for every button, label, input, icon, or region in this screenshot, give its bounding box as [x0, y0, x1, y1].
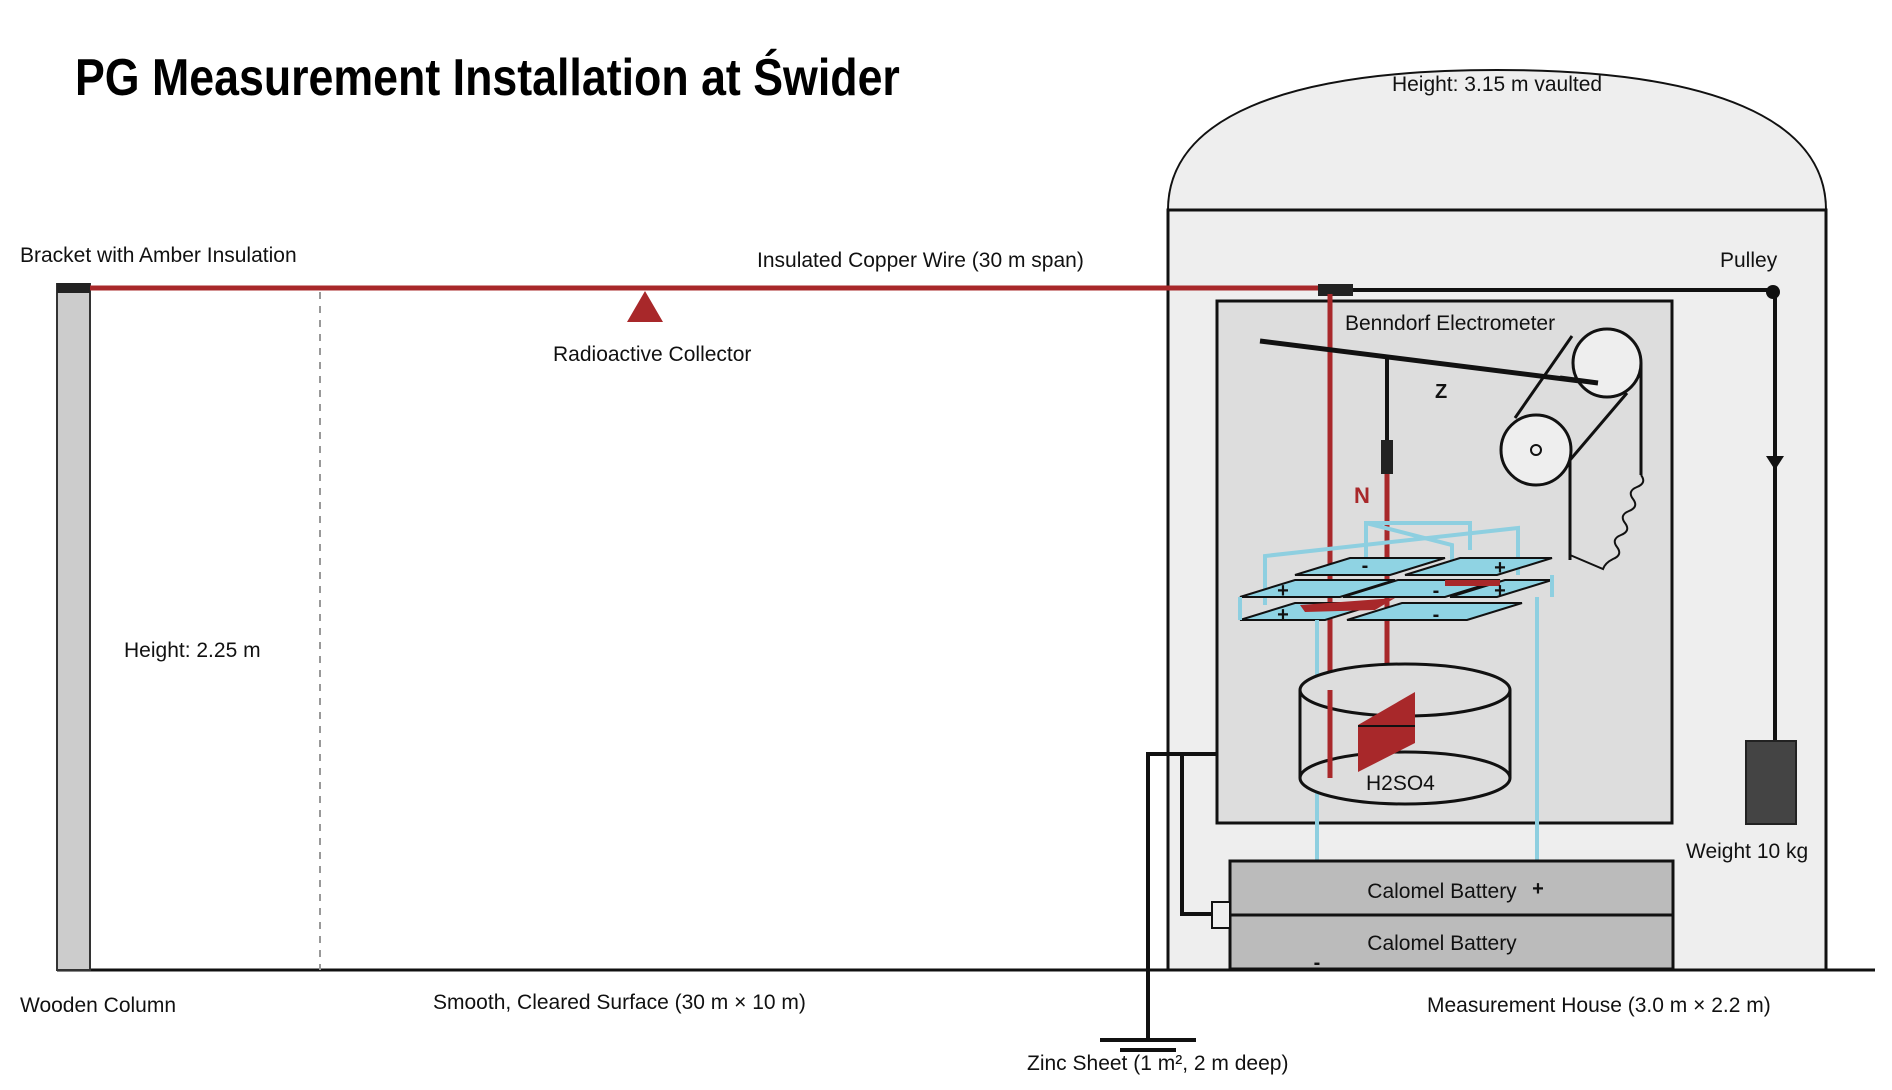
- acid-electrode: [1358, 692, 1415, 772]
- bracket-label: Bracket with Amber Insulation: [20, 244, 297, 267]
- calomel-batteries: Calomel Battery Calomel Battery + -: [1211, 859, 1675, 974]
- wire-label: Insulated Copper Wire (30 m span): [757, 249, 1084, 272]
- electrometer-label: Benndorf Electrometer: [1345, 312, 1555, 335]
- needle-vane: [1300, 598, 1395, 612]
- sign-mid-left: +: [1277, 580, 1289, 602]
- lower-drum: [1499, 413, 1573, 487]
- column-label: Wooden Column: [20, 994, 176, 1017]
- house-height-label: Height: 3.15 m vaulted: [1392, 73, 1602, 96]
- down-arrow-icon: [1766, 456, 1784, 470]
- sign-mid-center: -: [1433, 580, 1440, 602]
- house-label: Measurement House (3.0 m × 2.2 m): [1427, 994, 1771, 1017]
- battery-bottom: [1228, 913, 1675, 971]
- weight-block: [1745, 740, 1797, 825]
- battery-bottom-label: Calomel Battery: [1367, 932, 1517, 955]
- sign-bottom-left: +: [1277, 604, 1289, 626]
- acid-label: H2SO4: [1366, 772, 1435, 795]
- radioactive-collector-icon: [627, 291, 663, 322]
- recording-paper-edge: [1569, 474, 1645, 571]
- collector-label: Radioactive Collector: [553, 343, 751, 366]
- sign-top-right: +: [1494, 557, 1506, 579]
- amber-bracket: [57, 283, 90, 293]
- plate-top-right: [1404, 557, 1553, 576]
- column-post: [56, 283, 91, 971]
- battery-plus-sign: +: [1532, 878, 1544, 900]
- earth-lead: [1146, 752, 1217, 1040]
- quadrant-electrodes: - + + - + + -: [1238, 521, 1554, 626]
- upper-drum: [1571, 327, 1643, 399]
- wire-insulator: [1318, 284, 1353, 296]
- sign-mid-right: +: [1494, 580, 1506, 602]
- needle-z-label: Z: [1435, 381, 1447, 403]
- acid-vessel: H2SO4: [1298, 662, 1512, 806]
- diagram-title: PG Measurement Installation at Świder: [75, 48, 900, 107]
- battery-terminal: [1211, 901, 1231, 929]
- column-height-label: Height: 2.25 m: [124, 639, 261, 662]
- recording-drums: [1499, 327, 1645, 571]
- weight-label: Weight 10 kg: [1686, 840, 1808, 863]
- earth-wiring: [1100, 752, 1217, 1052]
- wooden-column: [56, 283, 91, 971]
- zinc-sheet-label: Zinc Sheet (1 m², 2 m deep): [1027, 1052, 1288, 1075]
- plate-top-left: [1294, 557, 1446, 576]
- battery-minus-sign: -: [1314, 952, 1321, 974]
- surface-label: Smooth, Cleared Surface (30 m × 10 m): [433, 991, 806, 1014]
- vaulted-roof: [1166, 68, 1828, 211]
- battery-top-label: Calomel Battery: [1367, 880, 1517, 903]
- pulley-label: Pulley: [1720, 249, 1778, 272]
- sign-top-left: -: [1362, 555, 1369, 577]
- battery-top: [1228, 859, 1675, 917]
- needle-holder: [1381, 440, 1393, 474]
- plate-bottom-right: [1346, 602, 1523, 621]
- needle-beam: [1259, 338, 1597, 386]
- sign-bottom-right: -: [1433, 604, 1440, 626]
- needle-n-label: N: [1354, 483, 1370, 508]
- drum-axle: [1530, 444, 1542, 456]
